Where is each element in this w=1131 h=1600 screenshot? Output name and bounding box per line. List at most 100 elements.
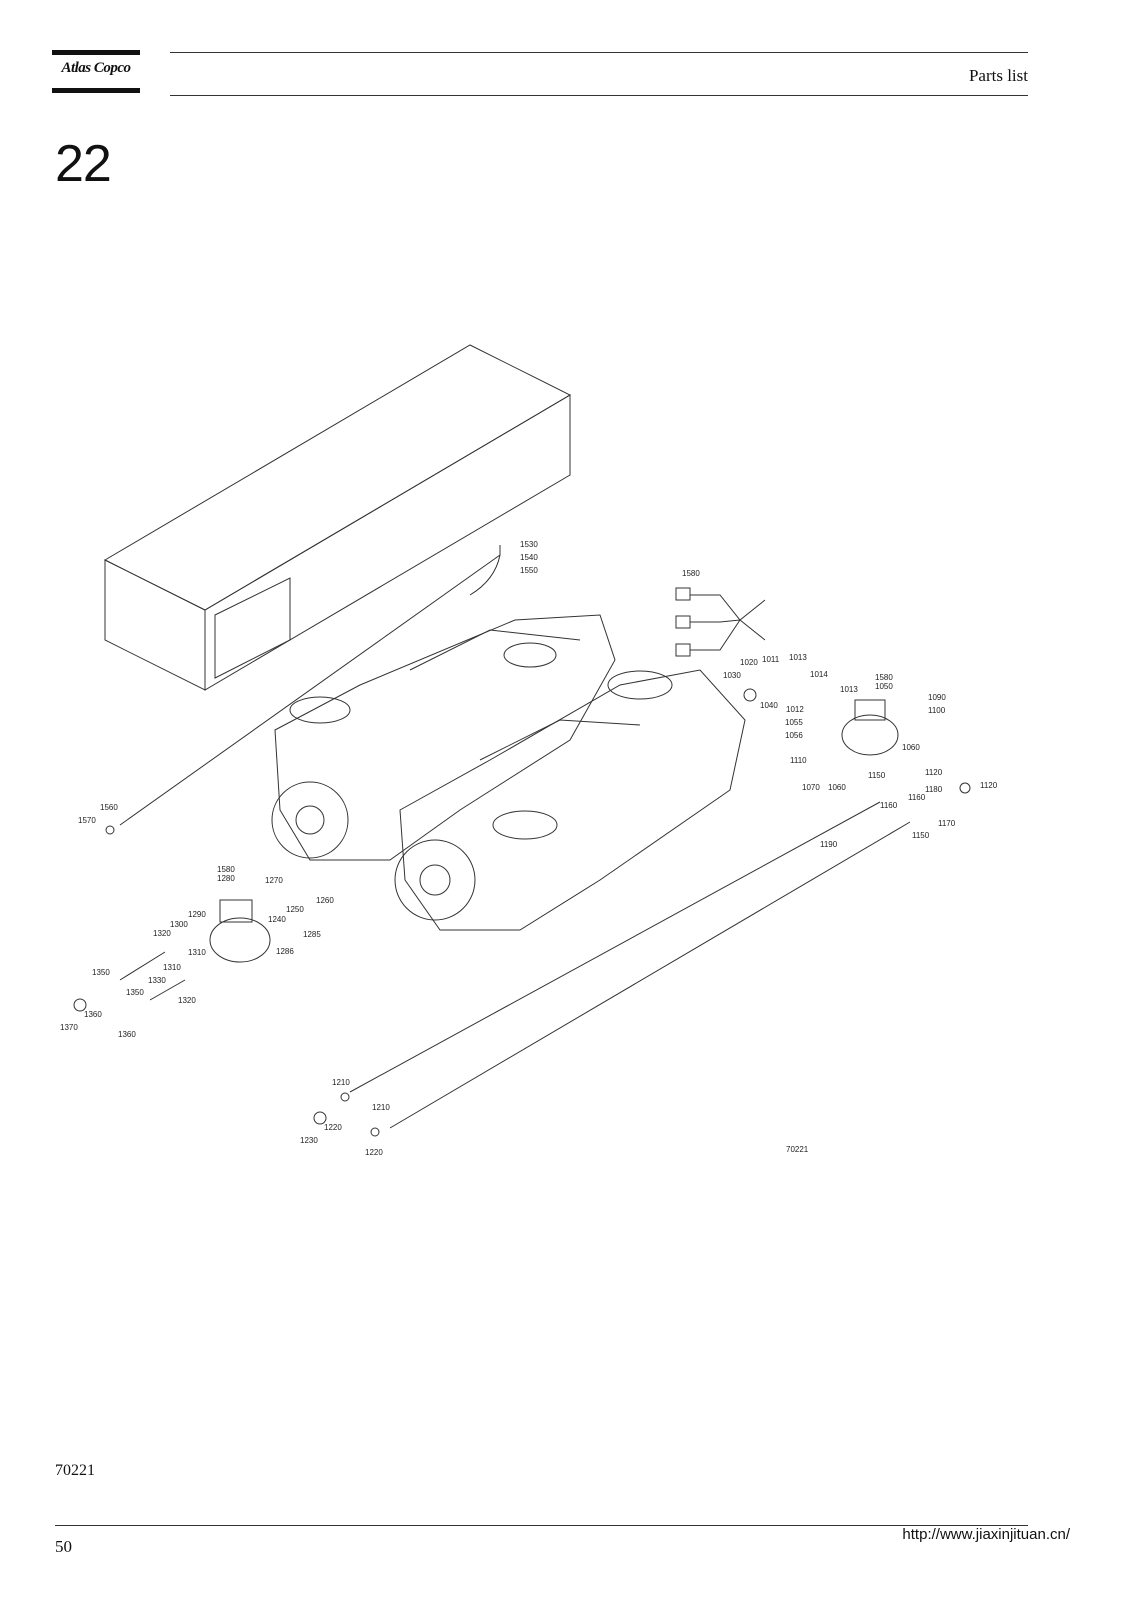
- solenoid-valve-right: [841, 714, 899, 756]
- source-url: http://www.jiaxinjituan.cn/: [902, 1526, 1070, 1543]
- callout-1540: 1540: [520, 553, 538, 562]
- harness-connector-1: [675, 587, 691, 601]
- callout-1560: 1560: [100, 803, 118, 812]
- fitting-1230: [313, 1111, 327, 1125]
- callout-1250: 1250: [286, 905, 304, 914]
- enclosure-top-face: [103, 344, 572, 611]
- callout-1160-a: 1160: [908, 793, 926, 802]
- enclosure-end-face: [104, 559, 206, 691]
- callout-1370: 1370: [60, 1023, 78, 1032]
- callout-1330: 1330: [148, 976, 166, 985]
- callout-1120-a: 1120: [925, 768, 943, 777]
- callout-1270: 1270: [265, 876, 283, 885]
- callout-1210-b: 1210: [372, 1103, 390, 1112]
- fitting-1020: [743, 688, 757, 702]
- compressor-bore-2: [419, 864, 451, 896]
- callout-1580-harness: 1580: [682, 569, 700, 578]
- fitting-1220-a: [340, 1092, 350, 1102]
- drawing-canvas: 1530 1540 1550 1580 1030 1020 1011 1013 …: [60, 344, 998, 1157]
- callout-1360-b: 1360: [118, 1030, 136, 1039]
- wiring-harness: [690, 594, 766, 651]
- page-number: 50: [55, 1537, 72, 1556]
- callout-1285: 1285: [303, 930, 321, 939]
- compressor-flange-1: [271, 781, 349, 859]
- footer-rule: [55, 1525, 1028, 1526]
- fitting-1120-right: [959, 782, 971, 794]
- callout-1300: 1300: [170, 920, 188, 929]
- callout-1013-b: 1013: [840, 685, 858, 694]
- callout-1580-left: 1580: [217, 865, 235, 874]
- compressor-inlet-1: [289, 696, 351, 724]
- header-rule-top: [170, 52, 1028, 53]
- callout-1310-b: 1310: [163, 963, 181, 972]
- callout-1090: 1090: [928, 693, 946, 702]
- solenoid-valve-left: [209, 917, 271, 963]
- callout-1290: 1290: [188, 910, 206, 919]
- callout-1350-a: 1350: [92, 968, 110, 977]
- callout-1060-a: 1060: [902, 743, 920, 752]
- callout-1280: 1280: [217, 874, 235, 883]
- callout-1055: 1055: [785, 718, 803, 727]
- compressor-bore-1: [295, 805, 325, 835]
- callout-1014: 1014: [810, 670, 828, 679]
- callout-1310-a: 1310: [188, 948, 206, 957]
- callout-1013-a: 1013: [789, 653, 807, 662]
- logo-wordmark: Atlas Copco: [61, 60, 131, 76]
- pipe-1330-a: [119, 951, 166, 981]
- enclosure-side-face: [204, 394, 571, 691]
- callout-1012: 1012: [786, 705, 804, 714]
- fitting-1220-b: [370, 1127, 380, 1137]
- solenoid-coil-left: [219, 899, 253, 923]
- callout-1070: 1070: [802, 783, 820, 792]
- compressor-inlet-4: [492, 810, 558, 840]
- drawing-id-label: 70221: [786, 1145, 809, 1154]
- callout-1120-b: 1120: [980, 781, 998, 790]
- callout-1230: 1230: [300, 1136, 318, 1145]
- pipe-1190-a: [349, 801, 881, 1093]
- section-number: 22: [55, 135, 112, 193]
- compressor-inlet-3: [607, 670, 673, 700]
- exploded-parts-drawing: 1530 1540 1550 1580 1030 1020 1011 1013 …: [60, 340, 1060, 1200]
- callout-1580-right: 1580: [875, 673, 893, 682]
- harness-connector-2: [675, 615, 691, 629]
- callout-1360-a: 1360: [84, 1010, 102, 1019]
- fitting-1370: [73, 998, 87, 1012]
- callout-1570: 1570: [78, 816, 96, 825]
- callout-1050: 1050: [875, 682, 893, 691]
- callout-1260: 1260: [316, 896, 334, 905]
- callout-1056: 1056: [785, 731, 803, 740]
- callout-1286: 1286: [276, 947, 294, 956]
- callout-1100: 1100: [928, 706, 946, 715]
- callout-1320-a: 1320: [153, 929, 171, 938]
- enclosure-window: [214, 577, 291, 679]
- callout-1040: 1040: [760, 701, 778, 710]
- fitting-1570: [105, 825, 115, 835]
- callout-1150-b: 1150: [912, 831, 930, 840]
- header-rule-bottom: [170, 95, 1028, 96]
- atlas-copco-logo: Atlas Copco: [52, 50, 140, 94]
- compressor-flange-2: [394, 839, 476, 921]
- callout-1350-b: 1350: [126, 988, 144, 997]
- logo-bar-bottom: [52, 88, 140, 93]
- callout-1011: 1011: [762, 655, 780, 664]
- callout-1210-a: 1210: [332, 1078, 350, 1087]
- callout-1180: 1180: [925, 785, 943, 794]
- callout-1150-a: 1150: [868, 771, 886, 780]
- callout-1220-a: 1220: [324, 1123, 342, 1132]
- callout-1020: 1020: [740, 658, 758, 667]
- callout-1110: 1110: [790, 756, 807, 765]
- harness-connector-3: [675, 643, 691, 657]
- callout-1220-b: 1220: [365, 1148, 383, 1157]
- document-type: Parts list: [968, 66, 1028, 85]
- compressor-ribs: [409, 629, 641, 761]
- figure-reference: 70221: [55, 1462, 95, 1479]
- callout-1030: 1030: [723, 671, 741, 680]
- callout-1320-b: 1320: [178, 996, 196, 1005]
- pipe-1550: [469, 545, 501, 596]
- callout-1170: 1170: [938, 819, 956, 828]
- callout-1550: 1550: [520, 566, 538, 575]
- callout-1160-b: 1160: [880, 801, 898, 810]
- callout-1060-b: 1060: [828, 783, 846, 792]
- compressor-inlet-2: [503, 642, 557, 668]
- pipe-1190-b: [389, 821, 911, 1129]
